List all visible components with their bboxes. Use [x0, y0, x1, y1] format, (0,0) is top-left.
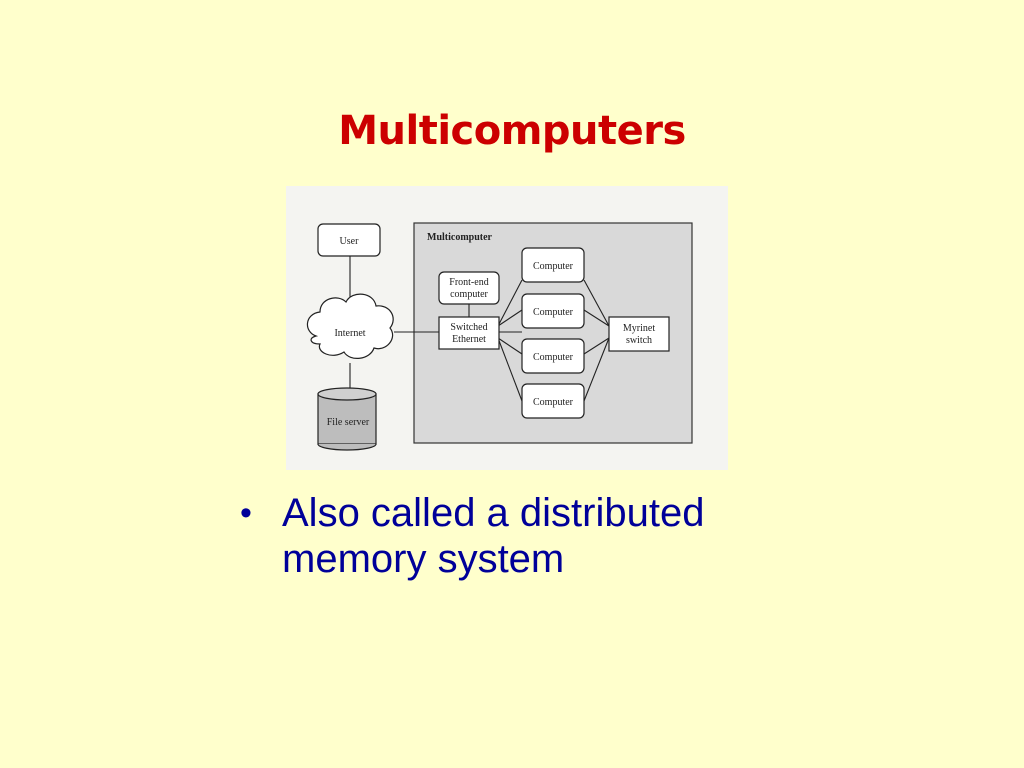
- file-server-label: File server: [327, 417, 370, 428]
- internet-label: Internet: [334, 328, 365, 339]
- switched-ethernet-node: [438, 316, 500, 350]
- user-node: [317, 223, 381, 257]
- slide-title: Multicomputers: [338, 108, 686, 154]
- computer-label: Computer: [533, 261, 574, 272]
- myrinet-label-1: Myrinet: [623, 323, 655, 334]
- computer-label: Computer: [533, 397, 574, 408]
- myrinet-label-2: switch: [626, 335, 652, 346]
- file-server-node: [317, 387, 377, 451]
- computer-node: [521, 338, 585, 374]
- bullet-item: • Also called a distributed memory syste…: [240, 490, 800, 582]
- connection-lines: [349, 256, 610, 402]
- internet-cloud: [306, 293, 394, 359]
- bullet-text: Also called a distributed memory system: [282, 491, 705, 581]
- computer-node: [521, 383, 585, 419]
- switched-label-1: Switched: [450, 322, 487, 333]
- switched-label-2: Ethernet: [452, 334, 486, 345]
- myrinet-switch-node: [608, 316, 670, 352]
- computer-node: [521, 247, 585, 283]
- multicomputer-diagram: Multicomputer User Internet: [286, 186, 728, 470]
- panel-label: Multicomputer: [427, 232, 493, 243]
- computer-label: Computer: [533, 352, 574, 363]
- frontend-node: [438, 271, 500, 305]
- computer-node: [521, 293, 585, 329]
- frontend-label-1: Front-end: [449, 277, 488, 288]
- diagram-svg: Multicomputer User Internet: [306, 222, 693, 451]
- bullet-dot-icon: •: [240, 494, 252, 532]
- computer-label: Computer: [533, 307, 574, 318]
- user-label: User: [340, 236, 360, 247]
- frontend-label-2: computer: [450, 289, 488, 300]
- bullet-list: • Also called a distributed memory syste…: [240, 490, 800, 582]
